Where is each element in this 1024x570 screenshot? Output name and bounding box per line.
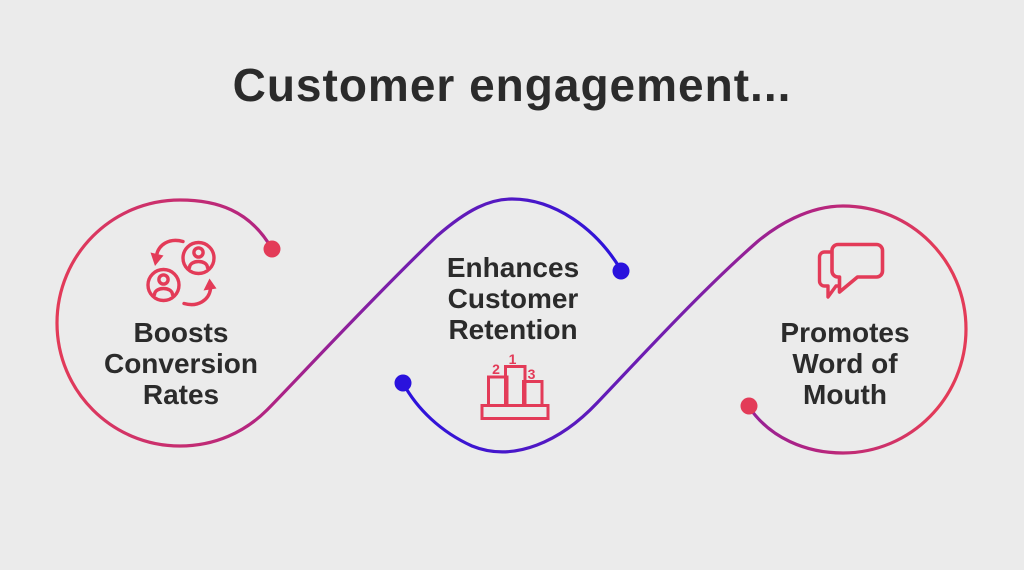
item-label-promotes-word-of-mouth: Promotes Word of Mouth [715,317,975,410]
flow-curve-right-loop [401,204,968,455]
podium-chart-icon: 2 1 3 [480,351,550,420]
flow-curve-left-loop [55,197,623,448]
item-label-line: Rates [142,379,220,410]
item-label-boosts-conversion-rates: Boosts Conversion Rates [51,317,311,410]
item-label-line: Conversion [103,348,259,379]
podium-rank-1: 1 [509,351,517,367]
item-label-enhances-customer-retention: Enhances Customer Retention [383,252,643,345]
endpoint-dot-blue-right [612,262,630,280]
item-label-line: Retention [448,314,578,345]
podium-rank-3: 3 [528,366,536,382]
page-title: Customer engagement... [232,59,792,111]
endpoint-dot-red-right [740,397,758,415]
people-exchange-icon [146,238,217,307]
item-label-line: Enhances [446,252,580,283]
endpoint-dot-red-left [263,240,281,258]
item-label-line: Mouth [803,379,887,410]
item-label-line: Word of [792,348,898,379]
endpoint-dot-blue-left [394,374,412,392]
item-label-line: Promotes [780,317,910,348]
item-label-line: Boosts [133,317,229,348]
chat-bubbles-icon [817,242,885,299]
item-label-line: Customer [447,283,579,314]
podium-rank-2: 2 [492,361,500,377]
